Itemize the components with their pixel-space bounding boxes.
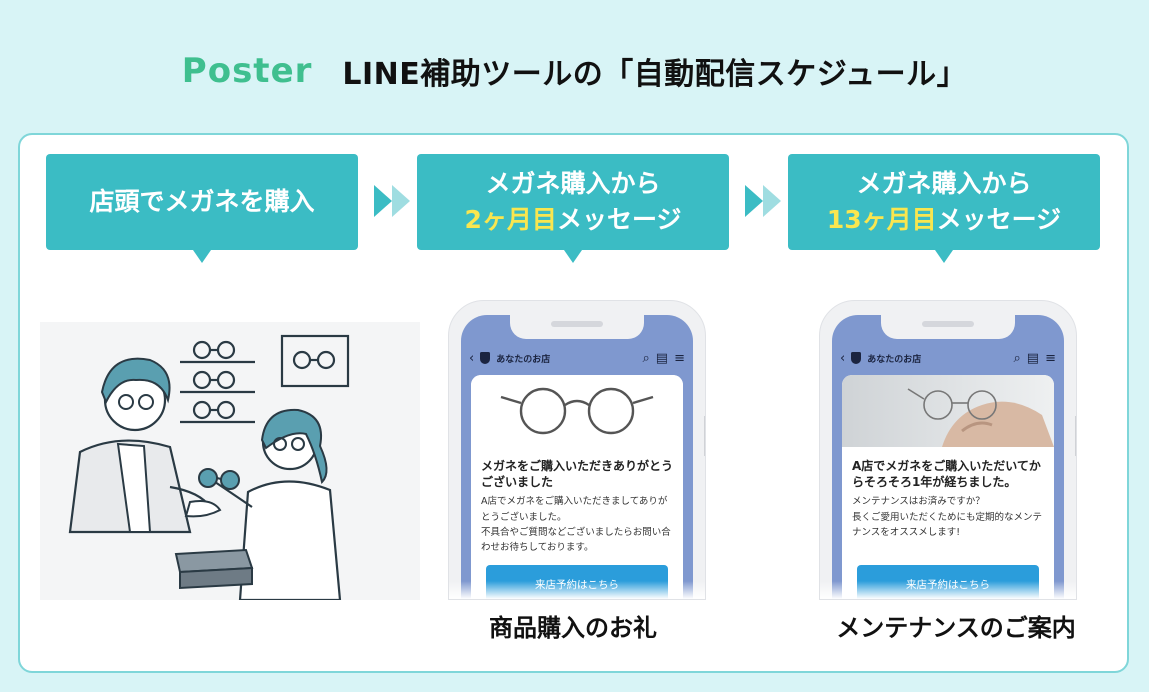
note-icon[interactable]: ▤ [1026,350,1040,366]
search-icon[interactable]: ⌕ [642,350,650,366]
step-3-line1: メガネ購入から [856,168,1032,198]
phone-mockup-2: ‹ あなたのお店 ⌕ ▤ ≡ [819,300,1077,600]
phone-speaker [551,321,603,327]
step-3-bubble: メガネ購入から 13ヶ月目メッセージ [788,154,1100,263]
step-3-highlight: 13ヶ月目 [826,205,937,234]
caption-thanks: 商品購入のお礼 [489,614,657,642]
phone-side-button [1075,416,1076,456]
shield-icon [480,352,491,364]
message-body-2: 不具合やご質問などございましたらお問い合わせお待ちしております。 [481,526,671,553]
phone-fade [820,581,1076,599]
step-2-line2: 2ヶ月目メッセージ [465,202,682,238]
double-arrow-icon [745,185,781,217]
phone-side-button [704,416,705,456]
back-chevron-icon[interactable]: ‹ [840,350,846,366]
message-heading: A店でメガネをご購入いただいてからそろそろ1年が経ちました。 [852,459,1041,490]
caption-maintenance: メンテナンスのご案内 [836,614,1076,642]
line-chat-header: ‹ あなたのお店 ⌕ ▤ ≡ [832,345,1064,371]
shop-name: あなたのお店 [496,354,551,365]
note-icon[interactable]: ▤ [655,350,669,366]
line-chat-header: ‹ あなたのお店 ⌕ ▤ ≡ [461,345,693,371]
message-body-1: メンテナンスはお済みですか？ [852,496,985,508]
menu-icon[interactable]: ≡ [674,350,685,366]
step-2-line1: メガネ購入から [485,168,661,198]
step-1-label: 店頭でメガネを購入 [89,186,315,216]
glasses-maintenance-image [842,375,1054,447]
glasses-product-image [471,375,683,447]
line-chat-screen: ‹ あなたのお店 ⌕ ▤ ≡ メガネをご購入いただきありがとうございました A店… [461,315,693,599]
double-arrow-icon [374,185,410,217]
phone-notch [881,315,1015,339]
shop-name: あなたのお店 [867,354,922,365]
message-heading: メガネをご購入いただきありがとうございました [481,459,674,490]
message-body-1: A店でメガネをご購入いただきましてありがとうございました。 [481,496,668,523]
step-2-highlight: 2ヶ月目 [464,205,557,234]
logo-text: Poster [181,51,313,91]
phone-fade [449,581,705,599]
step-2-bubble: メガネ購入から 2ヶ月目メッセージ [417,154,729,263]
step-2-rest: メッセージ [556,205,682,234]
step-3-rest: メッセージ [936,205,1062,234]
poster-logo: Poster [182,51,313,91]
line-chat-screen: ‹ あなたのお店 ⌕ ▤ ≡ [832,315,1064,599]
phone-mockup-1: ‹ あなたのお店 ⌕ ▤ ≡ メガネをご購入いただきありがとうございました A店… [448,300,706,600]
header: Poster LINE補助ツールの「自動配信スケジュール」 [0,44,1149,98]
message-card: メガネをご購入いただきありがとうございました A店でメガネをご購入いただきまして… [471,375,683,599]
message-body-2: 長くご愛用いただくためにも定期的なメンテナンスをオススメします! [852,511,1043,538]
step-1-bubble: 店頭でメガネを購入 [46,154,358,263]
page-title: LINE補助ツールの「自動配信スケジュール」 [342,57,968,92]
back-chevron-icon[interactable]: ‹ [469,350,475,366]
message-card: A店でメガネをご購入いただいてからそろそろ1年が経ちました。 メンテナンスはお済… [842,375,1054,599]
search-icon[interactable]: ⌕ [1013,350,1021,366]
store-purchase-illustration [40,322,420,600]
menu-icon[interactable]: ≡ [1045,350,1056,366]
step-3-line2: 13ヶ月目メッセージ [827,202,1061,238]
phone-speaker [922,321,974,327]
phone-notch [510,315,644,339]
shield-icon [851,352,862,364]
